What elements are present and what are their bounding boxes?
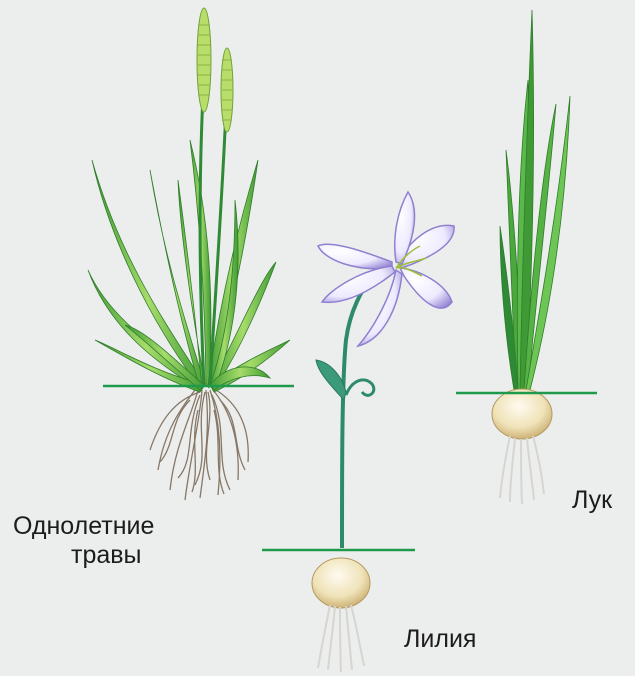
label-onion: Лук <box>572 486 612 515</box>
lily-roots <box>318 605 364 672</box>
lily-bulb <box>312 558 370 608</box>
lily-flower <box>318 192 454 346</box>
fibrous-roots <box>150 390 248 500</box>
lily-tendril <box>346 380 374 395</box>
label-annual-grasses: Однолетние травы <box>13 512 154 570</box>
annual-grass <box>88 8 294 500</box>
onion-roots <box>500 436 544 504</box>
label-lily: Лилия <box>404 625 476 654</box>
onion-bulb <box>492 389 552 439</box>
onion-leaves <box>500 10 570 390</box>
lily-plant <box>262 192 454 672</box>
onion-plant <box>456 10 597 504</box>
label-annual-grasses-line2: травы <box>13 541 154 570</box>
label-annual-grasses-line1: Однолетние <box>13 512 154 541</box>
lily-leaf <box>316 360 346 400</box>
grass-leaves <box>88 140 290 392</box>
lily-stem <box>342 276 372 548</box>
